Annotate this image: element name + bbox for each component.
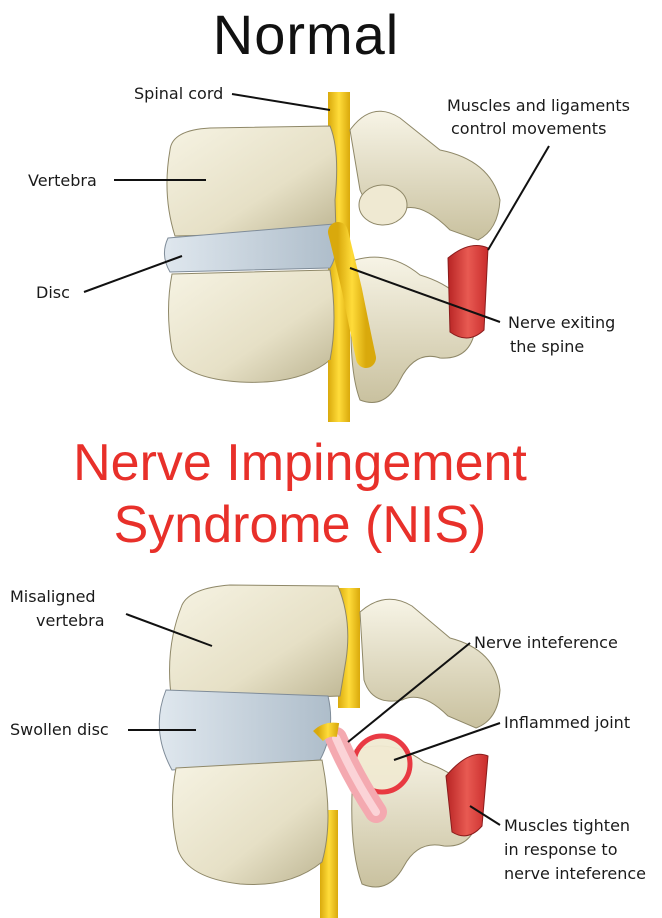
label-vertebra: Vertebra [28, 171, 97, 191]
facet-upper-nis [360, 599, 500, 728]
label-misaligned-line2: vertebra [36, 611, 105, 631]
label-nerve-line1: Nerve exiting [508, 313, 615, 333]
label-muscles-tight-line2: in response to [504, 840, 618, 860]
misaligned-vertebra [170, 585, 348, 702]
lower-vertebra [169, 270, 335, 382]
label-muscles-tight-line1: Muscles tighten [504, 816, 630, 836]
label-nerve-interference: Nerve inteference [474, 633, 618, 653]
label-muscles-line1: Muscles and ligaments [447, 96, 630, 116]
label-spinal-cord: Spinal cord [134, 84, 223, 104]
lower-vertebra-nis [172, 760, 328, 885]
muscle-normal [448, 246, 488, 338]
label-muscles-line2: control movements [451, 119, 606, 139]
nis-spine [126, 585, 500, 918]
label-swollen-disc: Swollen disc [10, 720, 109, 740]
muscle-tight [446, 754, 488, 836]
label-nerve-line2: the spine [510, 337, 584, 357]
label-disc: Disc [36, 283, 70, 303]
label-inflammed-joint: Inflammed joint [504, 713, 630, 733]
label-muscles-tight-line3: nerve inteference [504, 864, 646, 884]
label-misaligned-line1: Misaligned [10, 587, 96, 607]
normal-spine [84, 92, 549, 422]
